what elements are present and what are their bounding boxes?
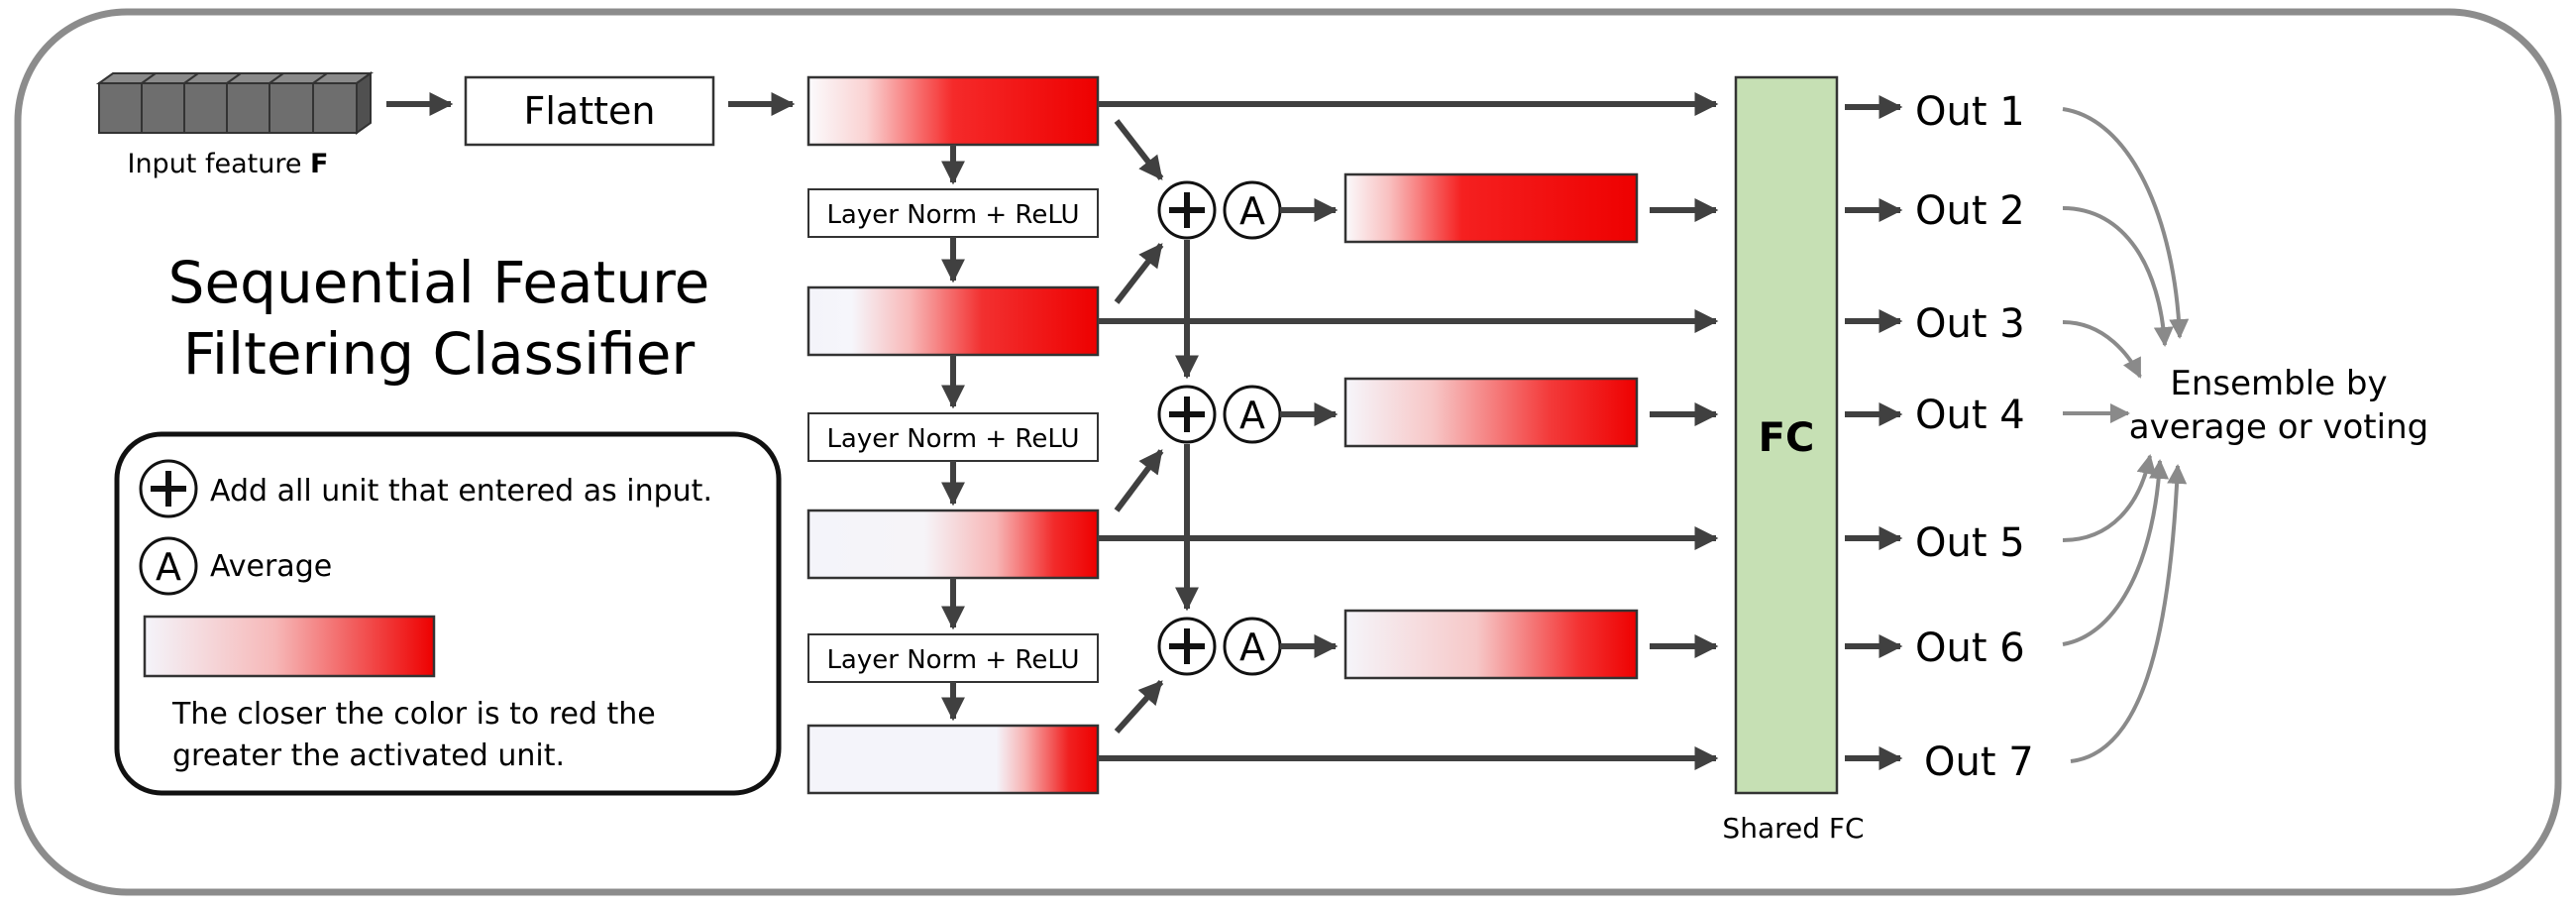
feature-bar-3 — [806, 509, 1100, 580]
svg-text:A: A — [156, 545, 181, 589]
ensemble-line-2: average or voting — [2129, 407, 2428, 447]
out-label-1: Out 1 — [1915, 89, 2025, 135]
layer-norm-box-1 — [807, 188, 1099, 238]
legend-average-icon: A — [139, 536, 198, 596]
averaged-bar-3 — [1343, 609, 1639, 680]
averaged-bar-1 — [1343, 172, 1639, 244]
out-label-5: Out 5 — [1915, 520, 2025, 566]
legend-average-text: Average — [210, 549, 332, 584]
add-op-1 — [1157, 180, 1217, 240]
legend-box — [114, 431, 782, 796]
legend-add-text: Add all unit that entered as input. — [210, 474, 712, 509]
legend-add-icon — [139, 459, 198, 518]
layer-norm-label-1: Layer Norm + ReLU — [826, 200, 1079, 230]
input-feature-tensor — [95, 71, 375, 135]
title-line-2: Filtering Classifier — [183, 320, 696, 388]
average-op-2: A — [1223, 385, 1282, 444]
layer-norm-box-3 — [807, 633, 1099, 683]
feature-bar-4 — [806, 724, 1100, 795]
ensemble-arrows — [2062, 107, 2190, 763]
flatten-box — [464, 75, 715, 147]
ensemble-line-1: Ensemble by — [2170, 364, 2387, 403]
average-op-3: A — [1223, 617, 1282, 676]
fc-label: FC — [1759, 415, 1815, 461]
input-feature-label: Input feature F — [127, 149, 328, 179]
layer-norm-box-2 — [807, 412, 1099, 462]
legend-color-scale — [143, 615, 436, 678]
average-op-1: A — [1223, 180, 1282, 240]
out-label-6: Out 6 — [1915, 625, 2025, 671]
shared-fc-caption: Shared FC — [1722, 812, 1864, 845]
add-op-2 — [1157, 385, 1217, 444]
out-label-7: Out 7 — [1924, 739, 2034, 785]
shared-fc-box — [1734, 75, 1839, 795]
layer-norm-label-3: Layer Norm + ReLU — [826, 645, 1079, 675]
flatten-label: Flatten — [524, 89, 656, 133]
out-label-3: Out 3 — [1915, 301, 2025, 347]
svg-text:A: A — [1239, 625, 1265, 669]
feature-bar-2 — [806, 285, 1100, 357]
add-op-3 — [1157, 617, 1217, 676]
flow-arrows — [386, 92, 1903, 770]
legend-color-text-2: greater the activated unit. — [172, 738, 565, 773]
svg-text:A: A — [1239, 394, 1265, 437]
legend-color-text-1: The closer the color is to red the — [171, 697, 656, 732]
out-label-4: Out 4 — [1915, 393, 2025, 438]
layer-norm-label-2: Layer Norm + ReLU — [826, 424, 1079, 454]
averaged-bar-2 — [1343, 377, 1639, 448]
title-line-1: Sequential Feature — [168, 249, 710, 316]
out-label-2: Out 2 — [1915, 188, 2025, 234]
svg-text:A: A — [1239, 189, 1265, 233]
feature-bar-1 — [806, 75, 1100, 147]
